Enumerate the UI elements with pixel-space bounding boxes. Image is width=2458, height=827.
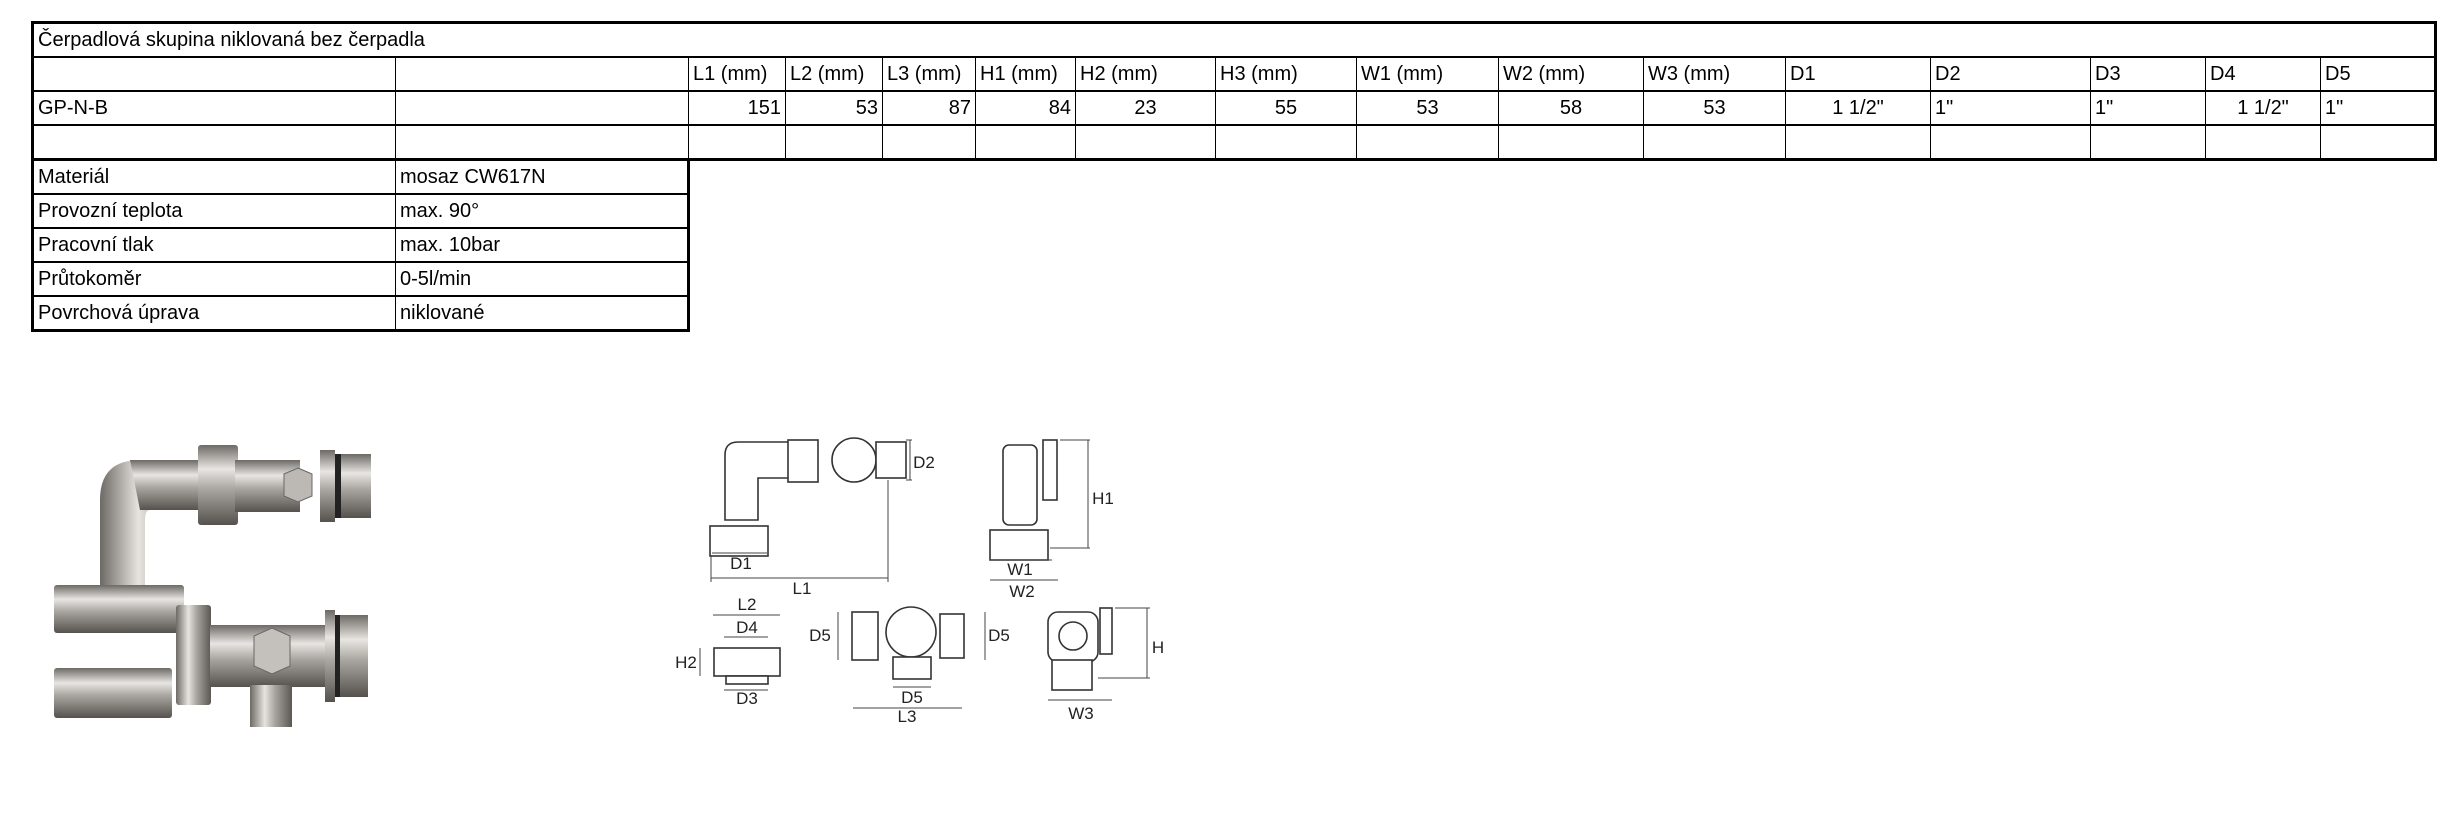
label-h2: H2 — [675, 653, 697, 672]
column-header: L1 (mm) — [688, 56, 786, 92]
table-cell — [1643, 124, 1786, 161]
table-cell — [2090, 124, 2206, 161]
dimension-table: Čerpadlová skupina niklovaná bez čerpadl… — [31, 21, 2437, 161]
table-cell: 87 — [882, 90, 976, 126]
table-cell — [1215, 124, 1357, 161]
table-cell: GP-N-B — [32, 90, 396, 126]
column-header: L3 (mm) — [882, 56, 976, 92]
table-cell — [32, 124, 396, 161]
column-header — [32, 56, 396, 92]
property-label: Průtokoměr — [32, 261, 396, 297]
table-cell: 1" — [1930, 90, 2091, 126]
column-header: H1 (mm) — [975, 56, 1076, 92]
property-label: Provozní teplota — [32, 193, 396, 229]
table-cell — [1498, 124, 1644, 161]
table-cell — [1356, 124, 1499, 161]
valve-front-view — [1047, 607, 1150, 701]
table-cell: 53 — [1356, 90, 1499, 126]
column-header: D3 — [2090, 56, 2206, 92]
table-cell: 151 — [688, 90, 786, 126]
elbow-side-view — [709, 437, 912, 582]
column-header: D4 — [2205, 56, 2321, 92]
column-header: W1 (mm) — [1356, 56, 1499, 92]
table-cell — [882, 124, 976, 161]
valve-side-view — [837, 606, 986, 709]
property-label: Materiál — [32, 158, 396, 195]
valve-fitting — [176, 605, 368, 727]
cap-nut — [54, 668, 172, 718]
property-value: 0-5l/min — [395, 261, 689, 297]
table-cell: 84 — [975, 90, 1076, 126]
table-cell: 53 — [785, 90, 883, 126]
table-cell — [785, 124, 883, 161]
table-cell — [688, 124, 786, 161]
title-row: Čerpadlová skupina niklovaná bez čerpadl… — [32, 21, 2436, 58]
column-header: H3 (mm) — [1215, 56, 1357, 92]
column-header: L2 (mm) — [785, 56, 883, 92]
label-l3: L3 — [898, 707, 917, 726]
table-cell — [395, 124, 689, 161]
label-w3: W3 — [1068, 704, 1094, 723]
label-d4: D4 — [736, 618, 758, 637]
table-row — [32, 124, 2436, 161]
column-header: H2 (mm) — [1075, 56, 1216, 92]
table-cell: 55 — [1215, 90, 1357, 126]
property-label: Pracovní tlak — [32, 227, 396, 263]
table-cell — [2320, 124, 2436, 161]
table-cell — [975, 124, 1076, 161]
property-value: mosaz CW617N — [395, 158, 689, 195]
table-cell: 1 1/2" — [2205, 90, 2321, 126]
label-d5-left: D5 — [809, 626, 831, 645]
property-value: niklované — [395, 295, 689, 332]
table-cell: 53 — [1643, 90, 1786, 126]
column-header: D5 — [2320, 56, 2436, 92]
column-header — [395, 56, 689, 92]
label-w1: W1 — [1007, 560, 1033, 579]
elbow-fitting — [54, 445, 371, 633]
table-cell — [2205, 124, 2321, 161]
table-cell: 23 — [1075, 90, 1216, 126]
label-d3: D3 — [736, 689, 758, 708]
property-label: Povrchová úprava — [32, 295, 396, 332]
header-row: L1 (mm)L2 (mm)L3 (mm)H1 (mm)H2 (mm)H3 (m… — [32, 56, 2436, 92]
label-w2: W2 — [1009, 582, 1035, 601]
table-cell — [1075, 124, 1216, 161]
table-cell — [1930, 124, 2091, 161]
table-cell: 1" — [2090, 90, 2206, 126]
label-h1: H1 — [1092, 489, 1114, 508]
table-cell: 1 1/2" — [1785, 90, 1931, 126]
label-d5-right: D5 — [988, 626, 1010, 645]
column-header: W2 (mm) — [1498, 56, 1644, 92]
label-d5-bottom: D5 — [901, 688, 923, 707]
product-photo — [54, 445, 371, 727]
table-cell: 1" — [2320, 90, 2436, 126]
column-header: W3 (mm) — [1643, 56, 1786, 92]
table-cell — [1785, 124, 1931, 161]
table-title: Čerpadlová skupina niklovaná bez čerpadl… — [32, 21, 2436, 58]
column-header: D2 — [1930, 56, 2091, 92]
label-d2: D2 — [913, 453, 935, 472]
nut-view — [699, 614, 781, 691]
table-cell: 58 — [1498, 90, 1644, 126]
table-cell — [395, 90, 689, 126]
elbow-front-view — [989, 439, 1090, 581]
label-l2: L2 — [738, 595, 757, 614]
property-value: max. 10bar — [395, 227, 689, 263]
label-d1: D1 — [730, 554, 752, 573]
column-header: D1 — [1785, 56, 1931, 92]
label-l1: L1 — [793, 579, 812, 598]
property-value: max. 90° — [395, 193, 689, 229]
label-h: H — [1152, 638, 1164, 657]
